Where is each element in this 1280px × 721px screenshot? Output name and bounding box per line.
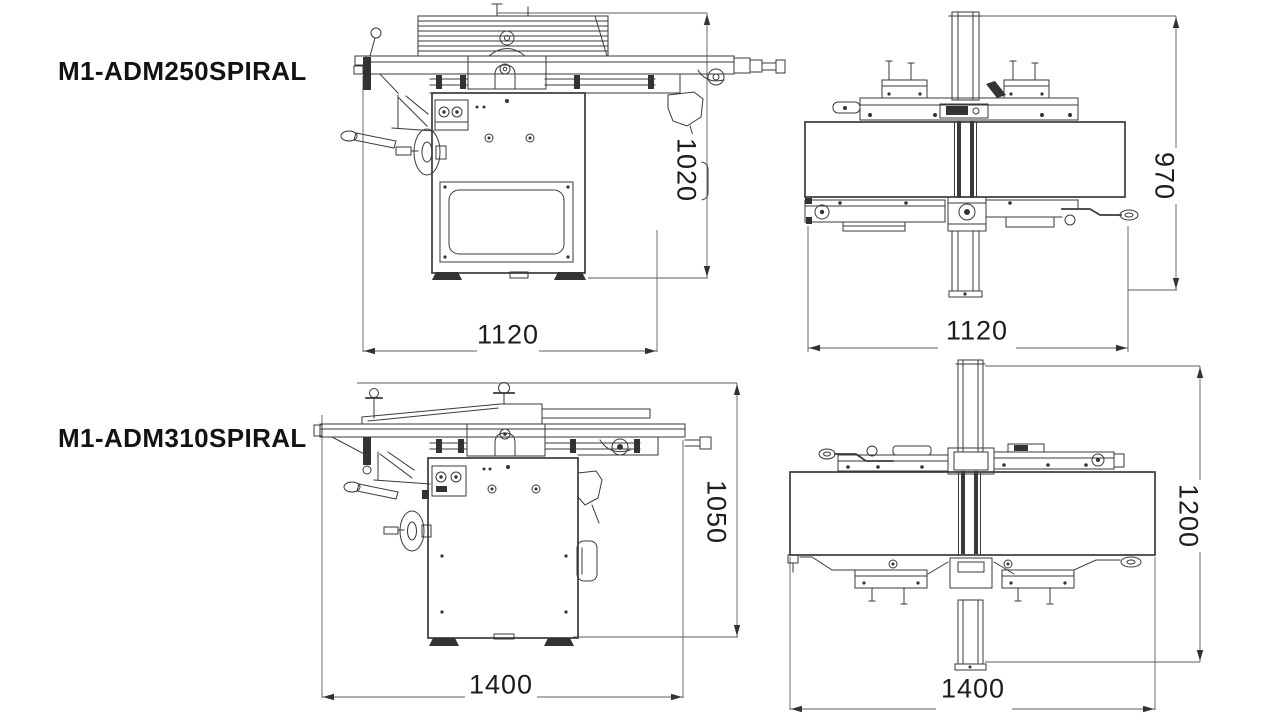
model-label-adm310: M1-ADM310SPIRAL	[58, 423, 307, 453]
adm250-top-view-drawing	[804, 11, 1139, 298]
dim-width-adm250-front: 1120	[472, 319, 544, 351]
dim-width-adm250-top: 1120	[941, 315, 1013, 347]
adm250-top-dimensions	[807, 15, 1180, 352]
dim-width-adm310-top: 1400	[936, 673, 1010, 705]
dim-height-adm250-top: 970	[1148, 147, 1180, 205]
dim-width-adm310-front: 1400	[464, 669, 538, 701]
adm250-front-dimensions	[362, 12, 711, 355]
adm250-front-view-drawing	[340, 3, 786, 280]
adm310-front-view-drawing	[313, 382, 712, 646]
model-label-adm250: M1-ADM250SPIRAL	[58, 56, 307, 86]
adm310-top-view-drawing	[787, 359, 1156, 671]
dim-height-adm310-front: 1050	[700, 475, 732, 549]
adm310-top-dimensions	[789, 365, 1204, 713]
dim-height-adm310-top: 1200	[1172, 479, 1204, 553]
adm310-front-dimensions	[321, 382, 741, 701]
dim-height-adm250-front: 1020	[670, 133, 702, 207]
